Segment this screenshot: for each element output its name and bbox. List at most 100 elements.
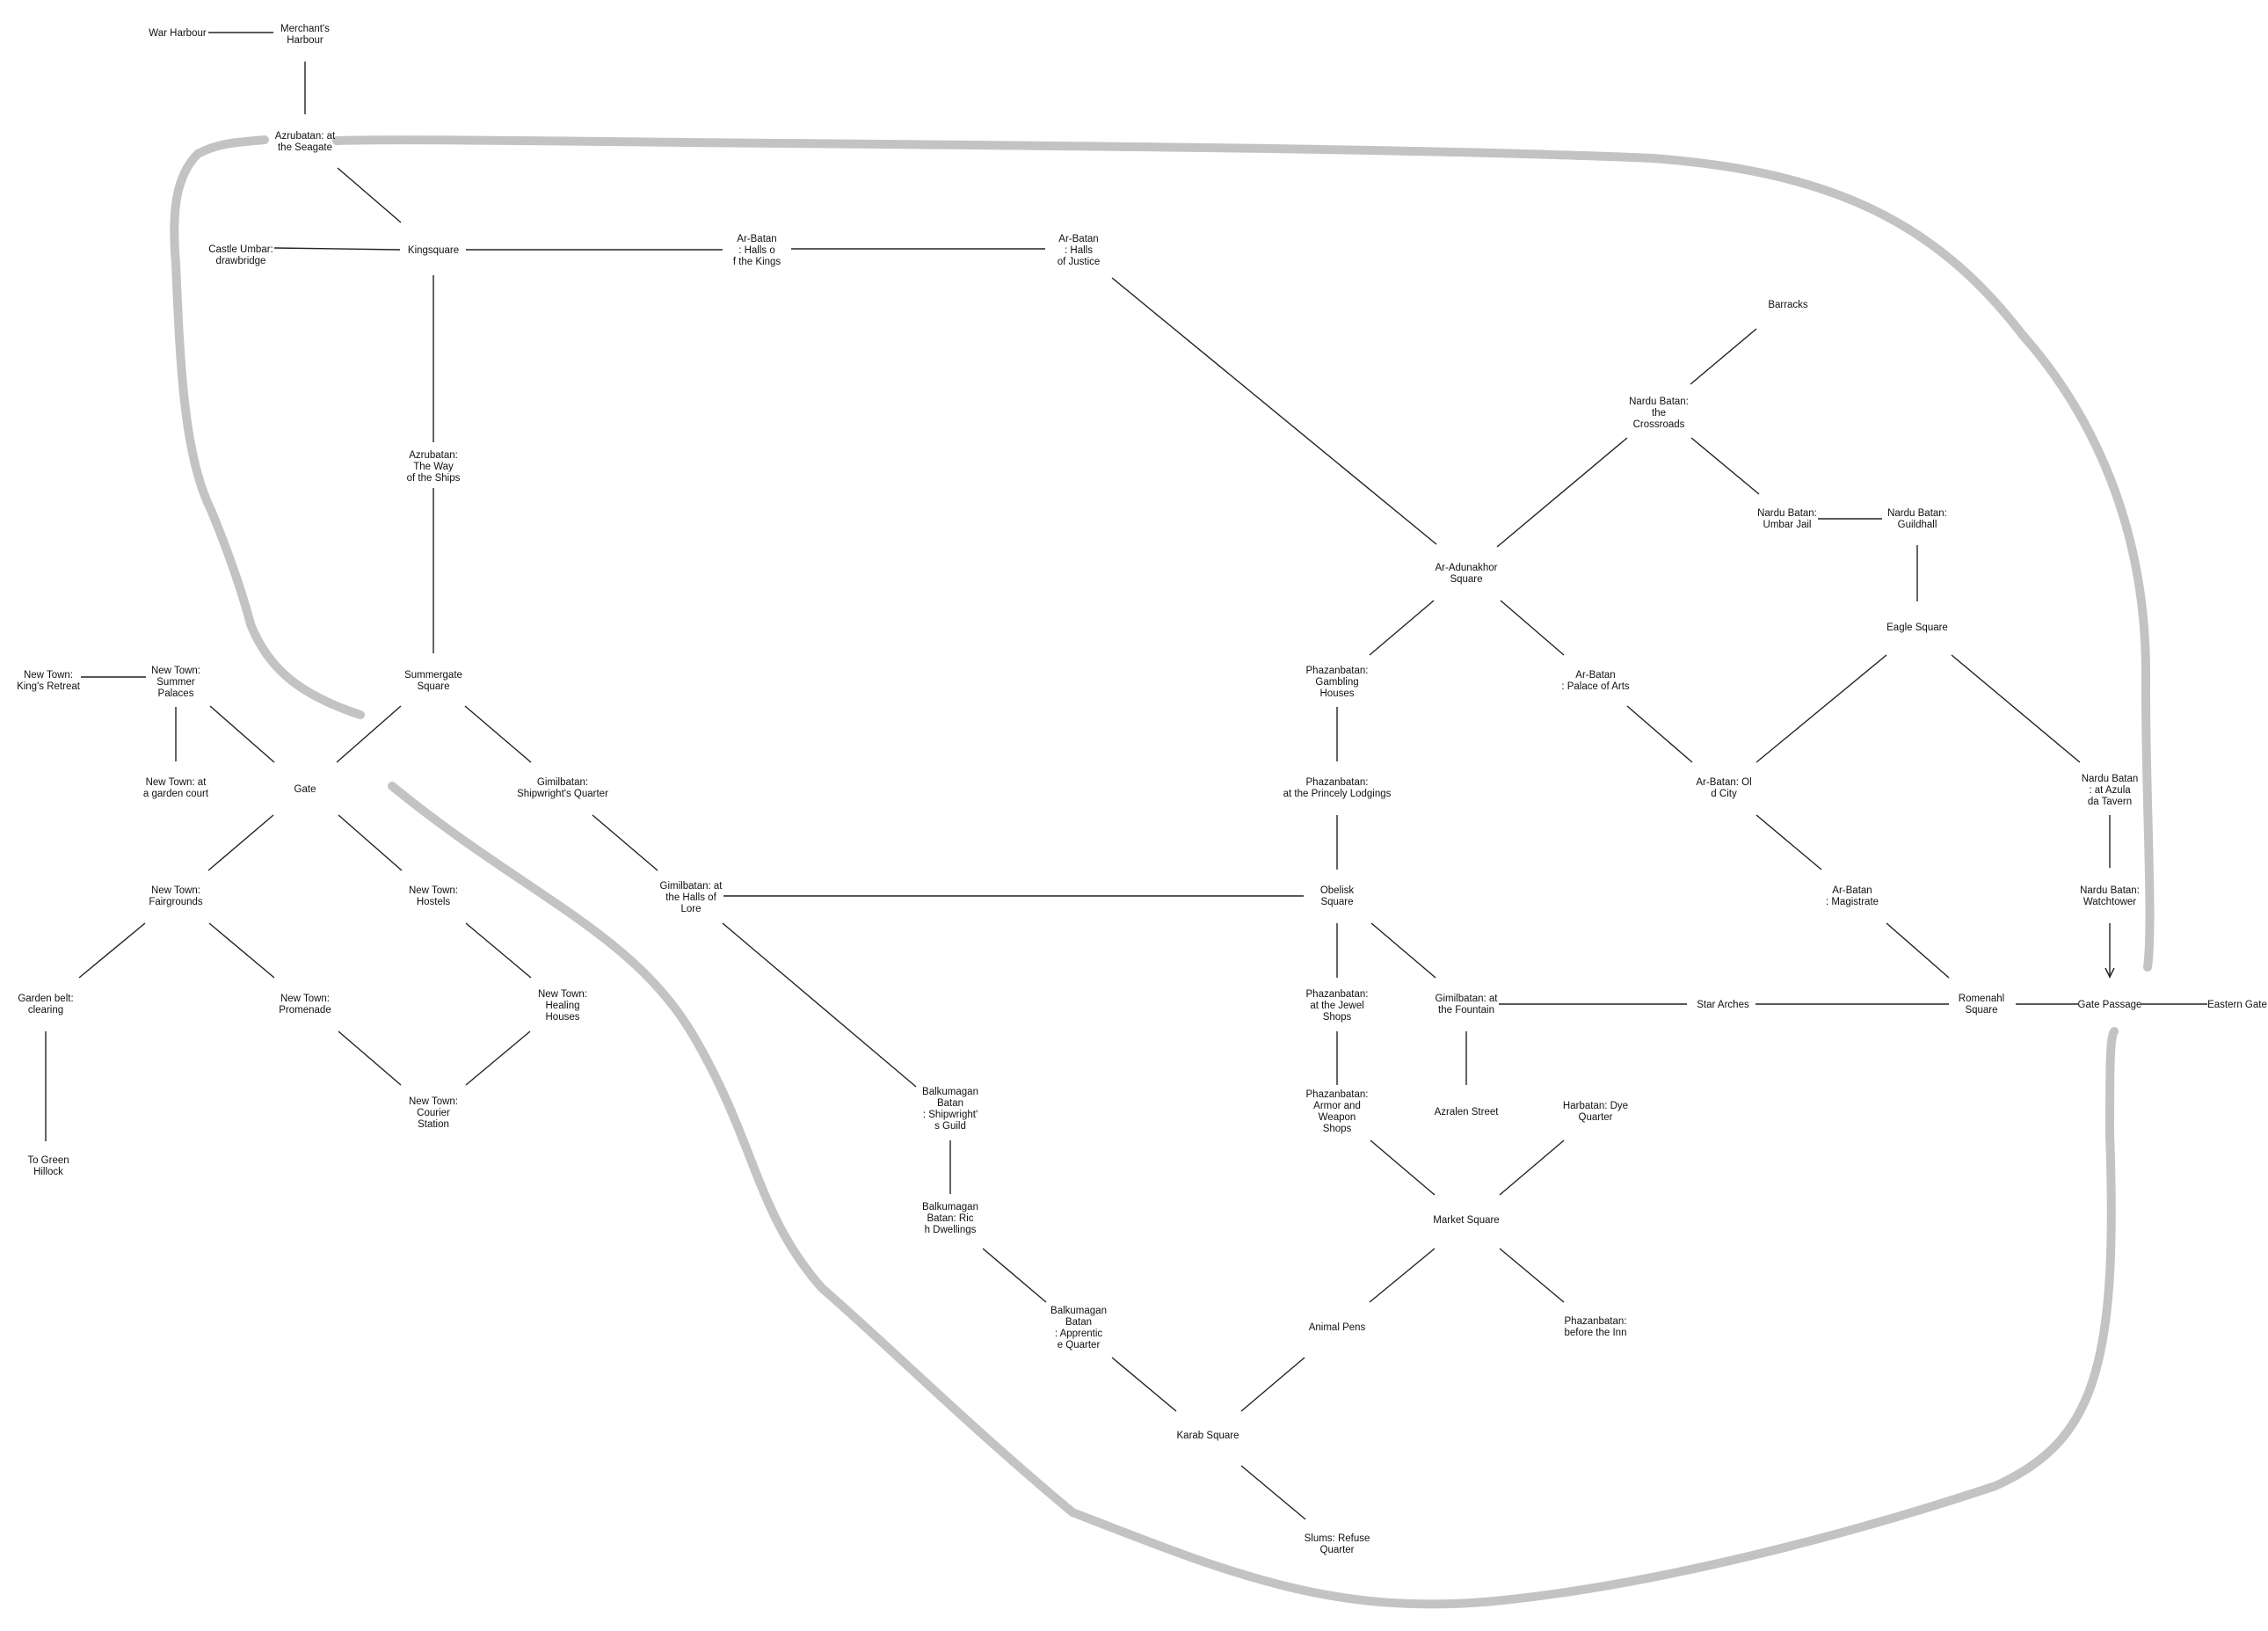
link-magistrate-romenahl [1886, 922, 1950, 979]
location-label-line: the [1652, 408, 1666, 419]
location-label-line: New Town: [151, 666, 200, 676]
location-phaz-princely: Phazanbatan:at the Princely Lodgings [1283, 777, 1392, 799]
location-label-line: Fairgrounds [149, 897, 203, 907]
location-newtown-promenade: New Town:Promenade [279, 994, 331, 1016]
location-azralen: Azralen Street [1435, 1107, 1500, 1118]
location-label-line: Garden belt: [18, 994, 73, 1004]
location-label-line: Harbatan: Dye [1563, 1101, 1628, 1111]
location-label-line: f the Kings [733, 257, 781, 267]
location-eagle-square: Eagle Square [1886, 623, 1948, 633]
location-label-line: To Green [27, 1155, 69, 1166]
link-castle-kingsquare [273, 247, 401, 251]
link-dye-market [1499, 1140, 1565, 1196]
location-label-line: the Fountain [1438, 1005, 1494, 1016]
link-summergate-shipwright [464, 705, 532, 763]
location-label-line: : Halls [1065, 245, 1093, 256]
location-label-line: Nardu Batan: [1887, 508, 1947, 519]
location-label-line: drawbridge [216, 256, 266, 266]
link-fairgrounds-promenade [208, 922, 275, 979]
location-label-line: Ar-Batan [1832, 885, 1872, 896]
location-label-line: at the Jewel [1310, 1001, 1363, 1011]
location-label-line: : Shipwright' [923, 1110, 978, 1120]
location-label-line: Houses [1320, 688, 1355, 699]
location-label-line: Square [417, 681, 449, 692]
location-label-line: Eagle Square [1886, 623, 1948, 633]
link-barracks-crossroads [1690, 328, 1757, 385]
location-eastern-gate: Eastern Gate [2207, 1000, 2267, 1010]
location-newtown-fairgrounds: New Town:Fairgrounds [149, 885, 203, 907]
location-castle-umbar: Castle Umbar:drawbridge [208, 244, 273, 266]
city-wall-main [388, 782, 2119, 1609]
location-market-square: Market Square [1433, 1215, 1499, 1226]
connections [45, 32, 2207, 1520]
location-label-line: Merchant's [280, 24, 330, 34]
location-label-line: Gate [294, 784, 316, 795]
link-karab-slums [1240, 1465, 1306, 1520]
location-label-line: Promenade [279, 1005, 331, 1016]
location-label-line: New Town: [24, 670, 73, 681]
location-label-line: Gimilbatan: at [660, 881, 723, 892]
link-summergate-gate [336, 705, 402, 763]
location-label-line: Phazanbatan: [1565, 1316, 1627, 1327]
location-label-line: Shipwright's Quarter [517, 789, 608, 799]
location-label-line: Phazanbatan: [1306, 989, 1369, 1000]
location-label-line: Quarter [1579, 1112, 1613, 1123]
location-label-line: Balkumagan [922, 1202, 978, 1212]
location-arbatan-palace-arts: Ar-Batan: Palace of Arts [1561, 670, 1630, 692]
location-label-line: Station [418, 1119, 449, 1130]
location-label-line: Square [1320, 897, 1353, 907]
location-label-line: Nardu Batan [2082, 774, 2139, 784]
link-apprentice-karab [1111, 1357, 1177, 1412]
location-karab-square: Karab Square [1177, 1431, 1239, 1441]
link-obelisk-fountain [1370, 922, 1436, 979]
location-label-line: Romenahl [1959, 994, 2004, 1004]
location-label-line: Nardu Batan: [2080, 885, 2140, 896]
location-label-line: Ar-Batan: Ol [1696, 777, 1751, 788]
location-label-line: the Seagate [278, 142, 332, 153]
arrow-into-gatepassage [2104, 967, 2115, 979]
location-gate-passage: Gate Passage [2078, 1000, 2142, 1010]
location-label-line: Umbar Jail [1763, 520, 1812, 530]
location-label-line: Phazanbatan: [1306, 1089, 1369, 1100]
location-label-line: at the Princely Lodgings [1283, 789, 1392, 799]
location-label-line: Square [1965, 1005, 1997, 1016]
location-label-line: Kingsquare [408, 245, 459, 256]
link-hallsjustice-aradunakhor [1111, 277, 1437, 545]
link-gate-fairgrounds [207, 814, 274, 871]
location-phaz-before-inn: Phazanbatan:before the Inn [1565, 1316, 1627, 1338]
location-label-line: of Justice [1058, 257, 1101, 267]
link-gate-hostels [338, 814, 403, 871]
location-label-line: Quarter [1320, 1545, 1355, 1555]
location-gimil-shipwright: Gimilbatan:Shipwright's Quarter [517, 777, 608, 799]
location-war-harbour: War Harbour [149, 28, 207, 39]
location-label-line: s Guild [934, 1121, 966, 1132]
location-label-line: Balkumagan [1050, 1306, 1107, 1316]
link-market-animalpens [1369, 1248, 1436, 1303]
location-label-line: New Town: [151, 885, 200, 896]
location-label-line: da Tavern [2088, 797, 2132, 807]
link-shipwright-hallslore [592, 814, 658, 871]
location-label-line: Batan: Ric [927, 1213, 973, 1224]
location-label-line: Houses [546, 1012, 580, 1023]
link-promenade-courier [338, 1030, 402, 1086]
location-label-line: Nardu Batan: [1757, 508, 1817, 519]
link-palacearts-oldcity [1626, 705, 1693, 763]
location-label-line: : at Azula [2089, 785, 2131, 796]
